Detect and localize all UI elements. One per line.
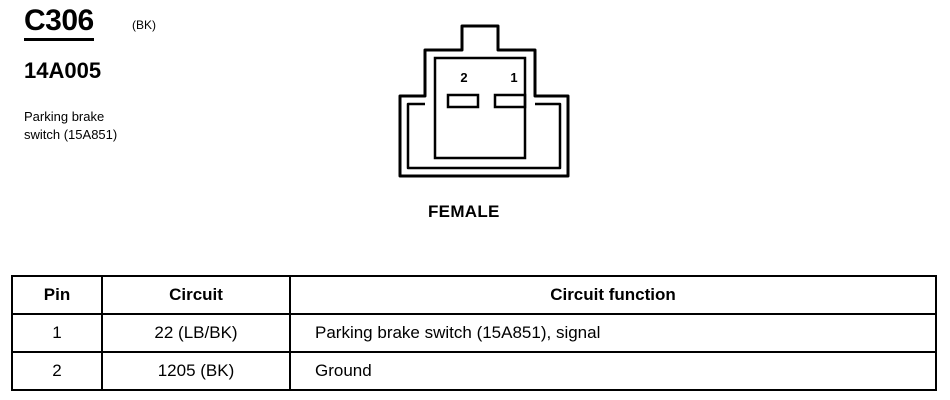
connector-id: C306: [24, 4, 94, 41]
header-circuit-function: Circuit function: [289, 275, 937, 315]
cavity-1: [493, 93, 527, 109]
cavity-label-1: 1: [510, 70, 517, 85]
component-description: Parking brake switch (15A851): [24, 109, 118, 142]
circuit-cell: 1205 (BK): [101, 351, 291, 391]
table-row: 1 22 (LB/BK) Parking brake switch (15A85…: [11, 313, 937, 353]
pin-cell: 2: [11, 351, 103, 391]
header-circuit: Circuit: [101, 275, 291, 315]
table-row: 2 1205 (BK) Ground: [11, 351, 937, 391]
circuit-cell: 22 (LB/BK): [101, 313, 291, 353]
connector-outer-housing: [398, 24, 570, 178]
connector-face-diagram: 2 1: [398, 24, 570, 178]
part-number: 14A005: [24, 58, 102, 83]
cavity-label-2: 2: [460, 70, 467, 85]
function-cell: Ground: [289, 351, 937, 391]
connector-color: (BK): [132, 18, 156, 32]
header-pin: Pin: [11, 275, 103, 315]
pin-cell: 1: [11, 313, 103, 353]
pinout-table: Pin Circuit Circuit function 1 22 (LB/BK…: [11, 275, 937, 391]
function-cell: Parking brake switch (15A851), signal: [289, 313, 937, 353]
connector-gender-label: FEMALE: [428, 202, 500, 221]
connector-inner-outline: [406, 102, 562, 170]
cavity-2: [446, 93, 480, 109]
table-header-row: Pin Circuit Circuit function: [11, 275, 937, 315]
connector-inner-body: [433, 56, 527, 160]
